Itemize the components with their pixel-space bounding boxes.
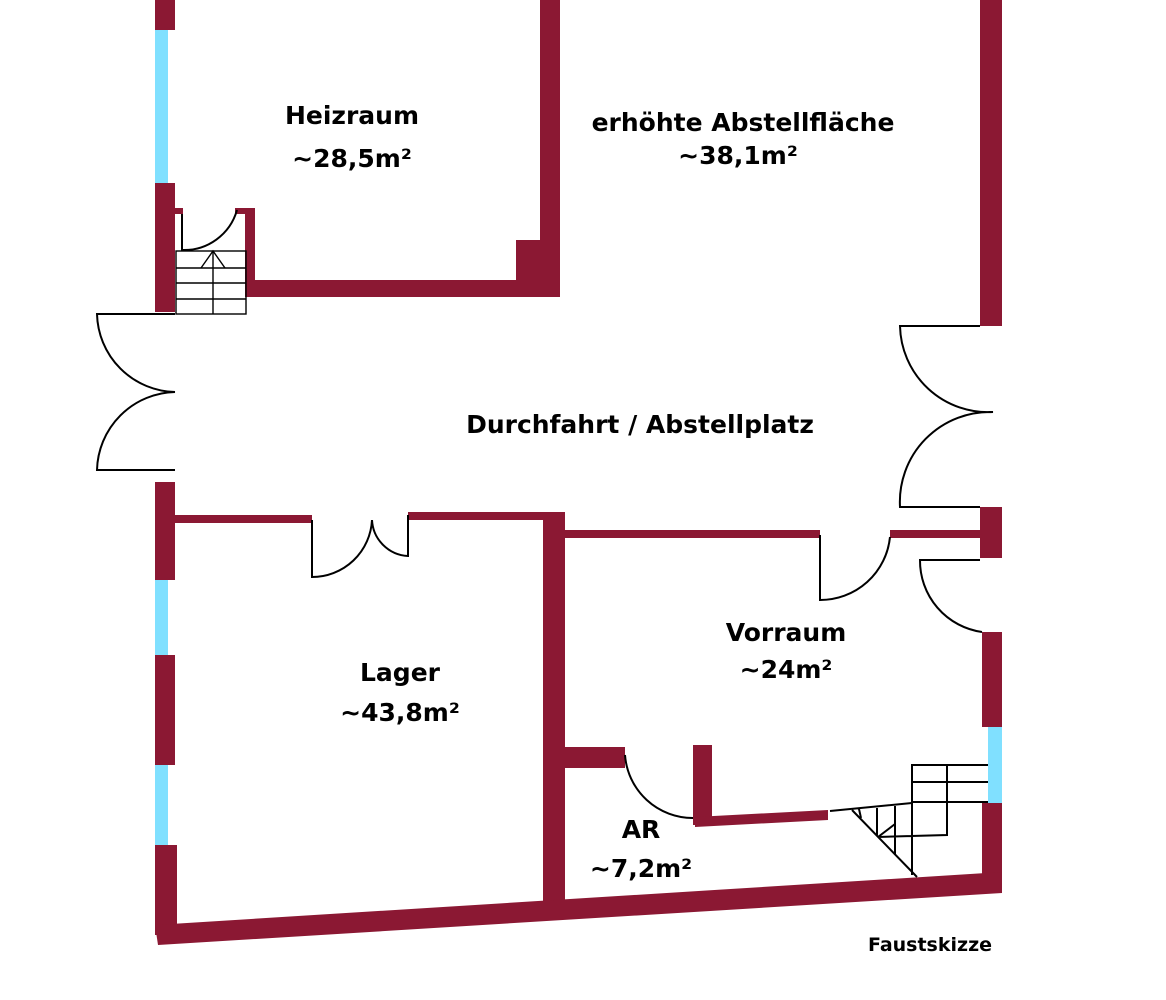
window bbox=[988, 727, 1002, 803]
room-area-vorraum: ~24m² bbox=[740, 655, 833, 684]
room-area-abstellflaeche: ~38,1m² bbox=[678, 141, 798, 170]
room-area-ar: ~7,2m² bbox=[590, 854, 692, 883]
room-area-lager: ~43,8m² bbox=[340, 698, 460, 727]
room-name-abstellflaeche: erhöhte Abstellfläche bbox=[592, 108, 895, 137]
room-name-ar: AR bbox=[622, 815, 661, 844]
walls bbox=[155, 0, 1002, 945]
window bbox=[155, 580, 168, 655]
room-name-vorraum: Vorraum bbox=[726, 618, 847, 647]
room-name-heizraum: Heizraum bbox=[285, 101, 419, 130]
room-name-durchfahrt: Durchfahrt / Abstellplatz bbox=[466, 410, 814, 439]
room-labels: Heizraum ~28,5m² erhöhte Abstellfläche ~… bbox=[285, 101, 992, 956]
doors bbox=[95, 209, 994, 820]
sketch-note: Faustskizze bbox=[868, 934, 992, 956]
room-name-lager: Lager bbox=[360, 658, 441, 687]
window bbox=[155, 30, 168, 183]
room-area-heizraum: ~28,5m² bbox=[292, 144, 412, 173]
stairs bbox=[175, 249, 988, 878]
window bbox=[155, 765, 168, 845]
